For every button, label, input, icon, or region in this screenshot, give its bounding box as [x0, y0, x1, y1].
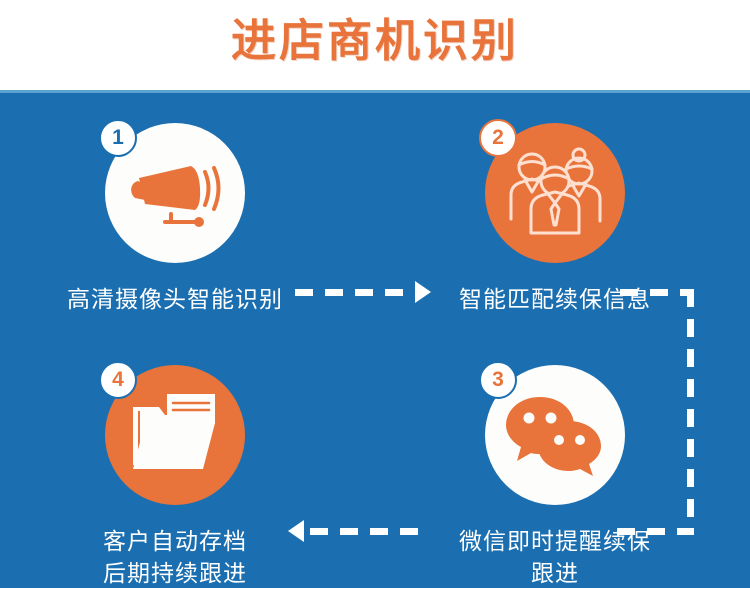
- folder-archive-icon: [105, 365, 245, 505]
- connector-step3-to-step4-arrowhead: [288, 520, 304, 542]
- step-1-label-line1: 高清摄像头智能识别: [67, 286, 283, 312]
- step-1: 1 高清摄像头智能识别: [45, 119, 305, 315]
- step-3-badge: 3: [479, 361, 517, 399]
- step-4: 4 客户自动存档 后期持续跟进: [45, 361, 305, 589]
- step-3: 3 微信即时提醒续保 跟进: [425, 361, 685, 589]
- step-2-label: 智能匹配续保信息: [425, 283, 685, 315]
- people-group-icon: [485, 123, 625, 263]
- step-2-badge: 2: [479, 119, 517, 157]
- step-1-label: 高清摄像头智能识别: [45, 283, 305, 315]
- flow-panel: 1 高清摄像头智能识别: [0, 93, 750, 588]
- step-2: 2 智能匹配续保信息: [425, 119, 685, 315]
- step-1-badge: 1: [99, 119, 137, 157]
- page-title: 进店商机识别: [230, 16, 519, 66]
- step-2-label-line1: 智能匹配续保信息: [459, 286, 651, 312]
- connector-step2-to-step3-top: [620, 289, 694, 296]
- connector-step1-to-step2: [295, 289, 419, 296]
- cctv-camera-icon: [105, 123, 245, 263]
- header: 进店商机识别: [0, 0, 750, 90]
- step-4-label-line1: 客户自动存档: [103, 528, 247, 554]
- step-3-label-line2: 跟进: [531, 560, 579, 586]
- step-4-label-line2: 后期持续跟进: [103, 560, 247, 586]
- connector-step3-to-step4: [310, 528, 430, 535]
- step-4-icon-circle: 4: [99, 361, 245, 505]
- step-4-label: 客户自动存档 后期持续跟进: [45, 525, 305, 589]
- wechat-bubbles-icon: [485, 365, 625, 505]
- step-1-icon-circle: 1: [99, 119, 245, 263]
- connector-step1-to-step2-arrowhead: [415, 281, 431, 303]
- step-3-icon-circle: 3: [479, 361, 625, 505]
- connector-step2-to-step3-vertical: [687, 289, 694, 535]
- step-4-badge: 4: [99, 361, 137, 399]
- connector-step2-to-step3-bottom: [617, 528, 694, 535]
- step-2-icon-circle: 2: [479, 119, 625, 263]
- header-divider: [0, 90, 750, 93]
